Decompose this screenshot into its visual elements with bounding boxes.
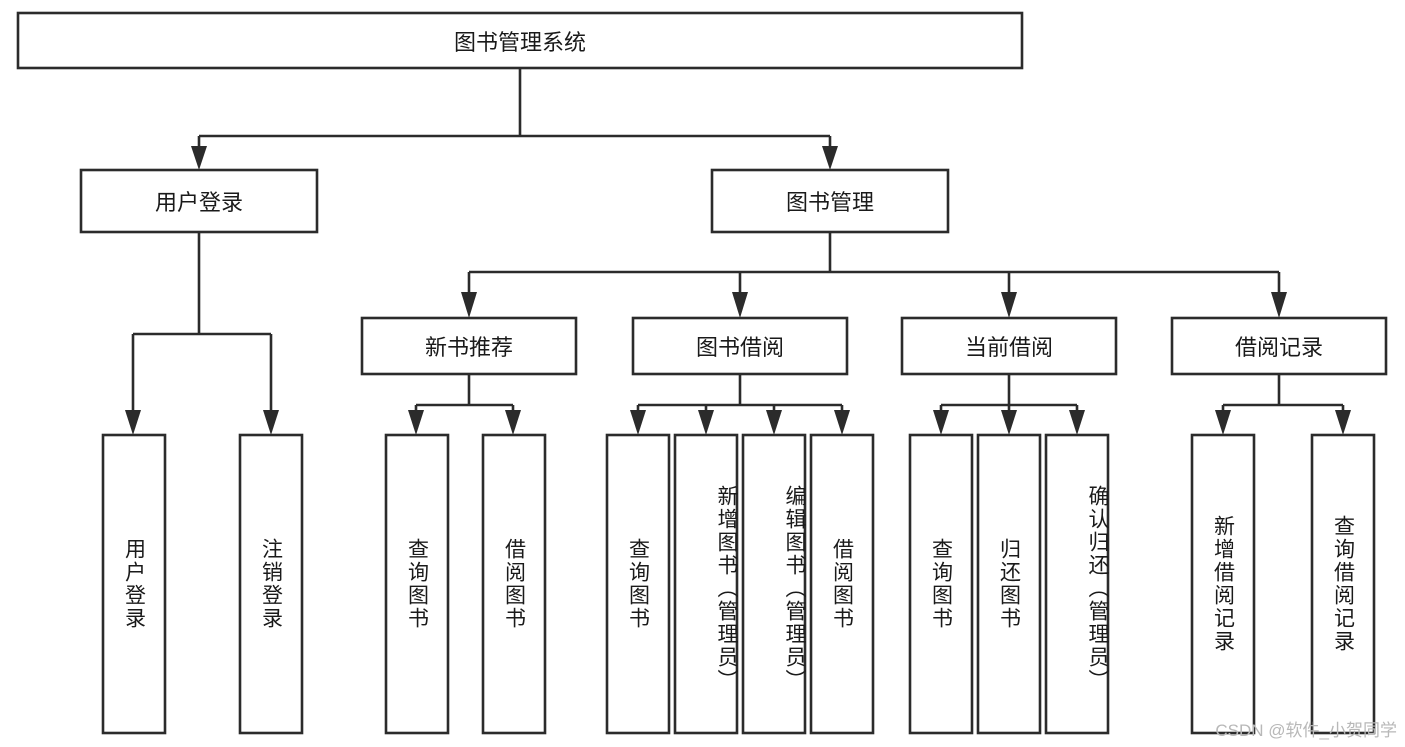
node-new-book-rec[interactable] [360, 316, 578, 376]
arrow-head-user-login [191, 146, 207, 170]
arrow-head-leaf-query-book-2 [630, 410, 646, 435]
node-leaf-user-login[interactable] [101, 433, 167, 735]
arrow-head-leaf-user-logout [263, 410, 279, 435]
arrow-head-leaf-borrow-book-2 [834, 410, 850, 435]
arrow-head-leaf-query-record [1335, 410, 1351, 435]
connectors-book-borrow-to-leaves [630, 374, 850, 435]
arrow-head-leaf-query-book-3 [933, 410, 949, 435]
node-leaf-add-book[interactable] [673, 433, 739, 735]
node-leaf-add-record[interactable] [1190, 433, 1256, 735]
node-leaf-borrow-book-2[interactable] [809, 433, 875, 735]
connectors-new-book-rec-to-leaves [408, 374, 521, 435]
node-leaf-borrow-book-1[interactable] [481, 433, 547, 735]
node-leaf-query-book-2[interactable] [605, 433, 671, 735]
connectors-current-borrow-to-leaves [933, 374, 1085, 435]
node-user-login[interactable] [79, 168, 319, 234]
arrow-head-leaf-confirm-return [1069, 410, 1085, 435]
connectors-book-manage-to-level3 [461, 232, 1287, 318]
connectors-borrow-record-to-leaves [1215, 374, 1351, 435]
arrow-head-book-manage [822, 146, 838, 170]
arrow-head-leaf-borrow-book-1 [505, 410, 521, 435]
arrow-head-leaf-user-login [125, 410, 141, 435]
node-leaf-query-record[interactable] [1310, 433, 1376, 735]
node-leaf-query-book-1[interactable] [384, 433, 450, 735]
connectors-user-login-to-leaves [125, 232, 279, 435]
node-leaf-query-book-3[interactable] [908, 433, 974, 735]
node-leaf-return-book[interactable] [976, 433, 1042, 735]
node-book-manage[interactable] [710, 168, 950, 234]
node-book-borrow[interactable] [631, 316, 849, 376]
arrow-head-new-book-rec [461, 292, 477, 318]
arrow-head-leaf-edit-book [766, 410, 782, 435]
node-current-borrow[interactable] [900, 316, 1118, 376]
connectors-root-to-level2 [191, 68, 838, 170]
arrow-head-leaf-add-book [698, 410, 714, 435]
arrow-head-leaf-add-record [1215, 410, 1231, 435]
node-leaf-user-logout[interactable] [238, 433, 304, 735]
node-borrow-record[interactable] [1170, 316, 1388, 376]
arrow-head-book-borrow [732, 292, 748, 318]
arrow-head-leaf-query-book-1 [408, 410, 424, 435]
node-leaf-confirm-return[interactable] [1044, 433, 1110, 735]
arrow-head-borrow-record [1271, 292, 1287, 318]
node-leaf-edit-book[interactable] [741, 433, 807, 735]
node-root[interactable] [16, 11, 1024, 70]
arrow-head-current-borrow [1001, 292, 1017, 318]
arrow-head-leaf-return-book [1001, 410, 1017, 435]
